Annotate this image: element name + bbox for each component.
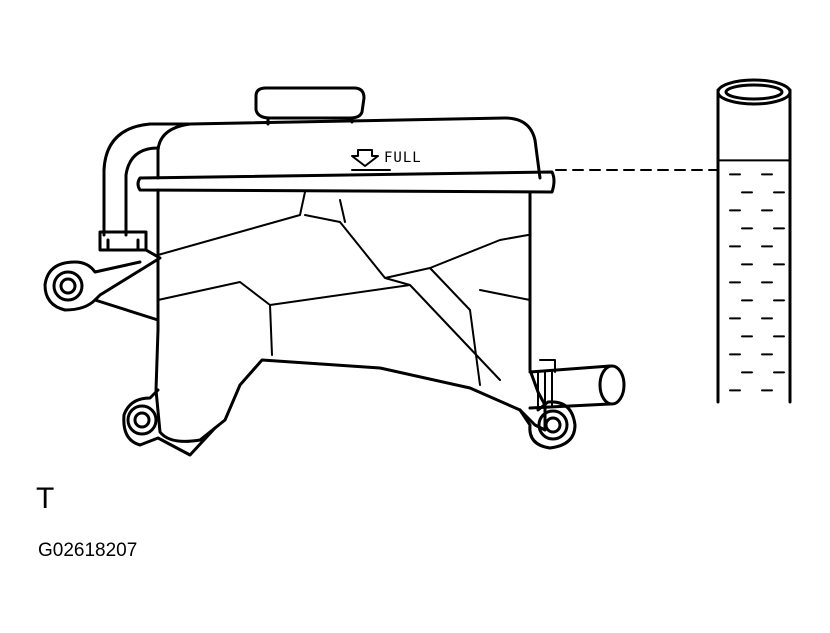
outlet-pipe-ribs bbox=[537, 359, 556, 407]
tube-top-rim-inner bbox=[724, 83, 784, 101]
upper-mount-hole-outer bbox=[52, 270, 84, 302]
tank-seam-band bbox=[136, 170, 556, 194]
right-mount-hole-outer bbox=[537, 409, 569, 441]
full-level-mark: FULL bbox=[351, 149, 422, 171]
full-arrow-icon bbox=[351, 149, 379, 167]
hose-outer bbox=[102, 122, 192, 237]
tube-top-rim-outer bbox=[716, 78, 792, 106]
full-label: FULL bbox=[384, 150, 422, 166]
inlet-hose bbox=[98, 122, 192, 252]
left-lower-bracket bbox=[122, 388, 217, 457]
cap-body bbox=[254, 86, 366, 120]
filler-cap bbox=[254, 86, 366, 126]
bracket-upper-lower-edge bbox=[93, 298, 160, 322]
figure-code: G02618207 bbox=[38, 540, 138, 561]
outlet-pipe bbox=[528, 359, 626, 410]
right-mount-hole-inner bbox=[544, 416, 562, 434]
right-lower-bracket bbox=[518, 400, 577, 450]
hose-clamp bbox=[98, 230, 148, 252]
outlet-pipe-opening bbox=[598, 364, 626, 406]
liquid-fill bbox=[729, 173, 785, 392]
view-letter: T bbox=[36, 482, 55, 515]
bracket-lower-body bbox=[122, 388, 217, 457]
tank-facet-lines bbox=[157, 191, 531, 386]
reservoir-tank bbox=[136, 116, 556, 443]
bracket-upper-arm bbox=[43, 248, 162, 312]
tube-walls bbox=[716, 88, 792, 404]
lower-mount-hole-inner bbox=[133, 411, 151, 429]
tank-upper-shell bbox=[156, 116, 542, 180]
tank-lower-body bbox=[154, 188, 547, 443]
hose-inner bbox=[124, 146, 160, 237]
left-upper-bracket bbox=[43, 248, 162, 322]
sight-tube bbox=[716, 78, 792, 404]
outlet-pipe-body bbox=[528, 364, 612, 410]
cap-base bbox=[266, 116, 354, 126]
upper-mount-hole-inner bbox=[59, 277, 77, 295]
lower-mount-hole-outer bbox=[126, 404, 158, 436]
